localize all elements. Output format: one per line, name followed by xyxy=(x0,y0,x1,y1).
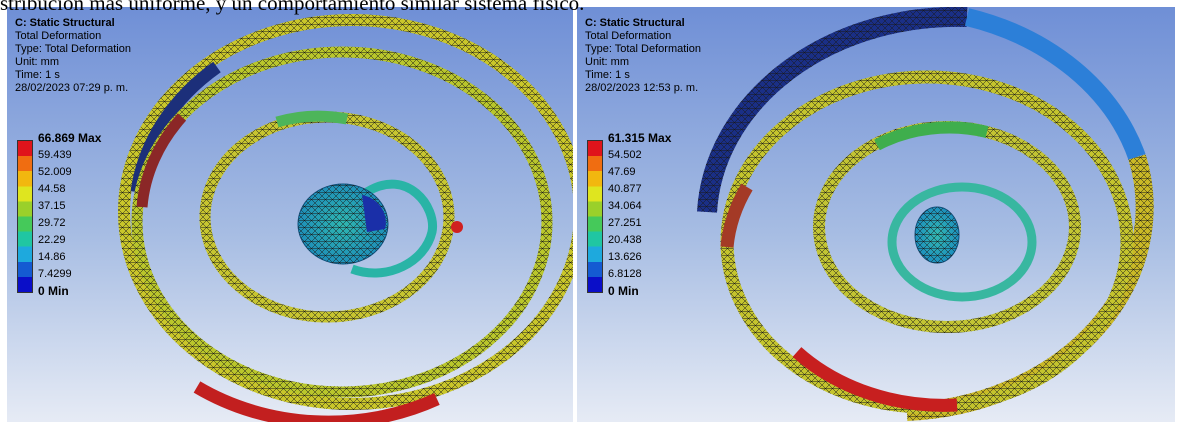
legend-label: 13.626 xyxy=(608,251,642,263)
legend-label: 14.86 xyxy=(38,251,66,263)
viewport-right[interactable]: C: Static Structural Total Deformation T… xyxy=(577,7,1175,422)
legend-color-bar xyxy=(17,140,33,293)
hub xyxy=(297,183,389,265)
legend-max-label: 66.869 Max xyxy=(38,131,102,145)
legend-label: 52.009 xyxy=(38,166,72,178)
result-time: Time: 1 s xyxy=(585,69,630,81)
spiral-spring-model[interactable] xyxy=(577,7,1175,422)
legend-label: 27.251 xyxy=(608,217,642,229)
analysis-title: C: Static Structural xyxy=(15,17,115,29)
second-coil xyxy=(131,46,553,398)
result-time: Time: 1 s xyxy=(15,69,60,81)
legend-color-bar xyxy=(587,140,603,293)
legend-label: 20.438 xyxy=(608,234,642,246)
result-info-block: C: Static Structural Total Deformation T… xyxy=(15,17,131,95)
second-coil xyxy=(720,70,1134,414)
legend-min-label: 0 Min xyxy=(38,284,69,298)
result-type: Type: Total Deformation xyxy=(15,43,131,55)
result-date: 28/02/2023 07:29 p. m. xyxy=(15,82,129,94)
legend-max-label: 61.315 Max xyxy=(608,131,672,145)
legend-label: 54.502 xyxy=(608,149,642,161)
result-unit: Unit: mm xyxy=(585,56,629,68)
legend-label: 59.439 xyxy=(38,149,72,161)
result-unit: Unit: mm xyxy=(15,56,59,68)
middle-coil xyxy=(199,110,455,323)
document-caption-text: stribución más uniforme, y un comportami… xyxy=(0,0,585,15)
viewport-left[interactable]: C: Static Structural Total Deformation T… xyxy=(7,7,573,422)
legend-label: 22.29 xyxy=(38,234,66,246)
legend-label: 29.72 xyxy=(38,217,66,229)
legend-label: 37.15 xyxy=(38,200,66,212)
analysis-title: C: Static Structural xyxy=(585,17,685,29)
legend-label: 34.064 xyxy=(608,200,642,212)
probe-marker[interactable] xyxy=(451,221,463,233)
inner-coil xyxy=(350,179,438,278)
hub xyxy=(914,206,960,264)
result-name: Total Deformation xyxy=(15,30,102,42)
legend-min-label: 0 Min xyxy=(608,284,639,298)
legend-label: 44.58 xyxy=(38,183,66,195)
result-name: Total Deformation xyxy=(585,30,672,42)
result-type: Type: Total Deformation xyxy=(585,43,701,55)
legend-label: 7.4299 xyxy=(38,268,72,280)
inner-coil xyxy=(887,182,1037,302)
legend-label: 47.69 xyxy=(608,166,636,178)
legend-label: 40.877 xyxy=(608,183,642,195)
result-info-block: C: Static Structural Total Deformation T… xyxy=(585,17,701,95)
result-date: 28/02/2023 12:53 p. m. xyxy=(585,82,699,94)
legend-label: 6.8128 xyxy=(608,268,642,280)
spiral-spring-model[interactable] xyxy=(7,7,573,422)
middle-coil xyxy=(813,121,1081,333)
